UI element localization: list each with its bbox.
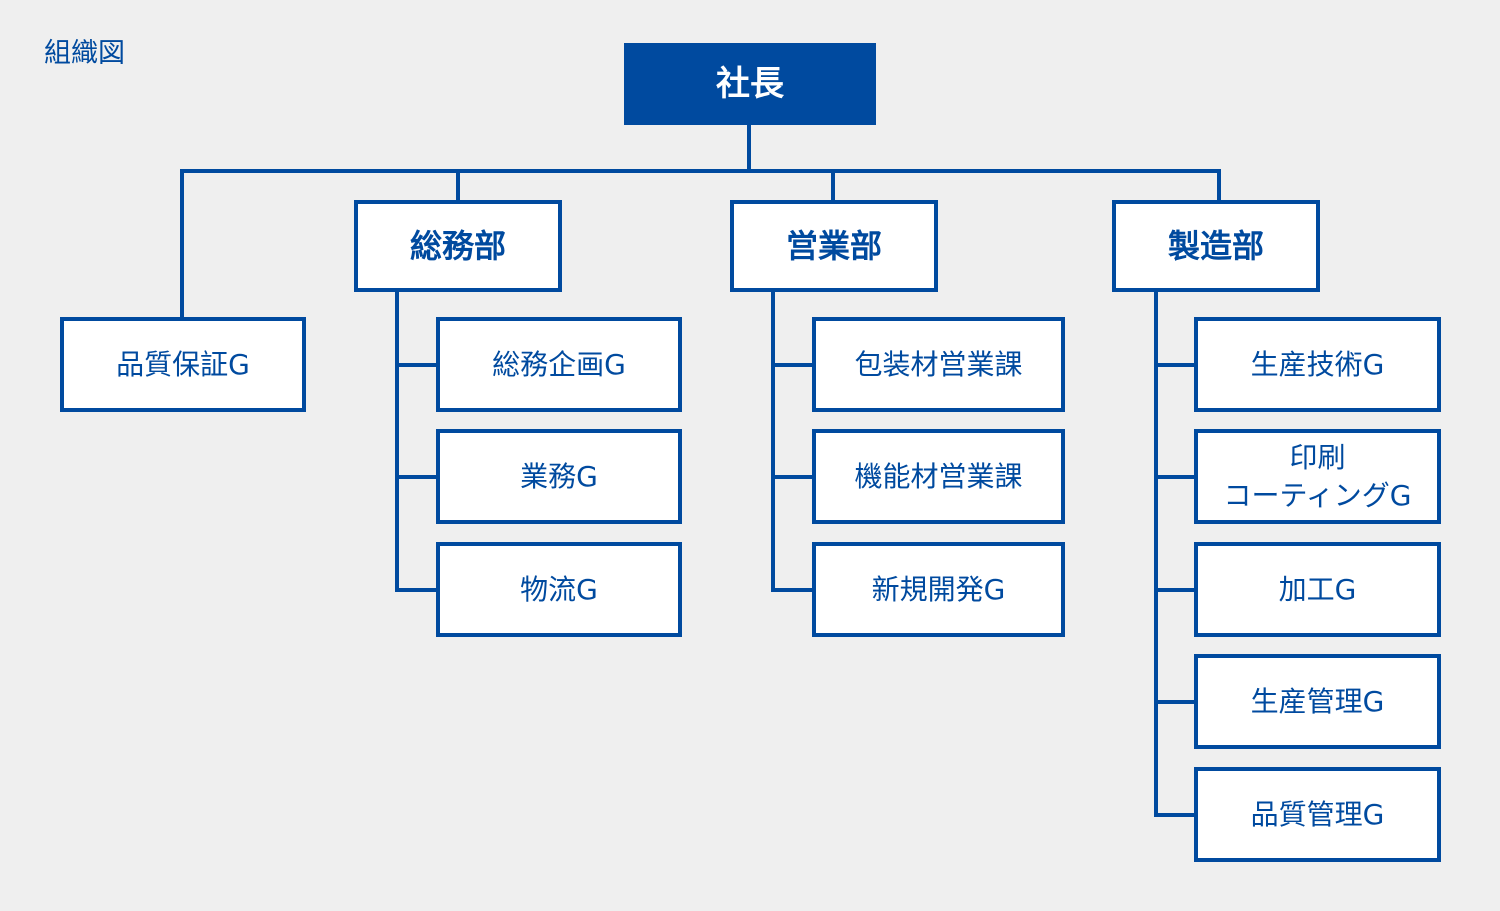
node-general-unit-1: 総務企画G [436,317,682,412]
node-sales-unit-2: 機能材営業課 [812,429,1065,524]
node-general-affairs-label: 総務部 [409,227,506,265]
node-manufacturing-unit-2-label: 印刷 コーティングG [1223,440,1412,512]
node-general-unit-3-label: 物流G [520,572,598,606]
node-sales: 営業部 [730,200,938,292]
node-sales-unit-3: 新規開発G [812,542,1065,637]
node-manufacturing-unit-1-label: 生産技術G [1250,347,1385,381]
node-sales-unit-1: 包装材営業課 [812,317,1065,412]
node-general-affairs: 総務部 [354,200,562,292]
node-sales-unit-2-label: 機能材営業課 [854,459,1023,493]
node-manufacturing-unit-3-label: 加工G [1278,572,1357,606]
node-manufacturing-unit-1: 生産技術G [1194,317,1441,412]
node-manufacturing-unit-2: 印刷 コーティングG [1194,429,1441,524]
node-manufacturing-unit-5: 品質管理G [1194,767,1441,862]
node-manufacturing-unit-4: 生産管理G [1194,654,1441,749]
node-sales-label: 営業部 [785,227,882,265]
node-manufacturing-label: 製造部 [1167,227,1264,265]
node-manufacturing-unit-5-label: 品質管理G [1250,797,1385,831]
node-general-unit-2-label: 業務G [520,459,598,493]
node-manufacturing-unit-4-label: 生産管理G [1250,684,1385,718]
node-manufacturing: 製造部 [1112,200,1320,292]
node-president: 社長 [624,43,876,125]
node-manufacturing-unit-3: 加工G [1194,542,1441,637]
node-general-unit-1-label: 総務企画G [492,347,626,381]
node-president-label: 社長 [716,64,784,104]
node-general-unit-3: 物流G [436,542,682,637]
node-quality-assurance-label: 品質保証G [116,347,250,381]
page-title: 組織図 [44,38,125,69]
node-sales-unit-1-label: 包装材営業課 [854,347,1023,381]
node-sales-unit-3-label: 新規開発G [871,572,1006,606]
node-quality-assurance: 品質保証G [60,317,306,412]
node-general-unit-2: 業務G [436,429,682,524]
